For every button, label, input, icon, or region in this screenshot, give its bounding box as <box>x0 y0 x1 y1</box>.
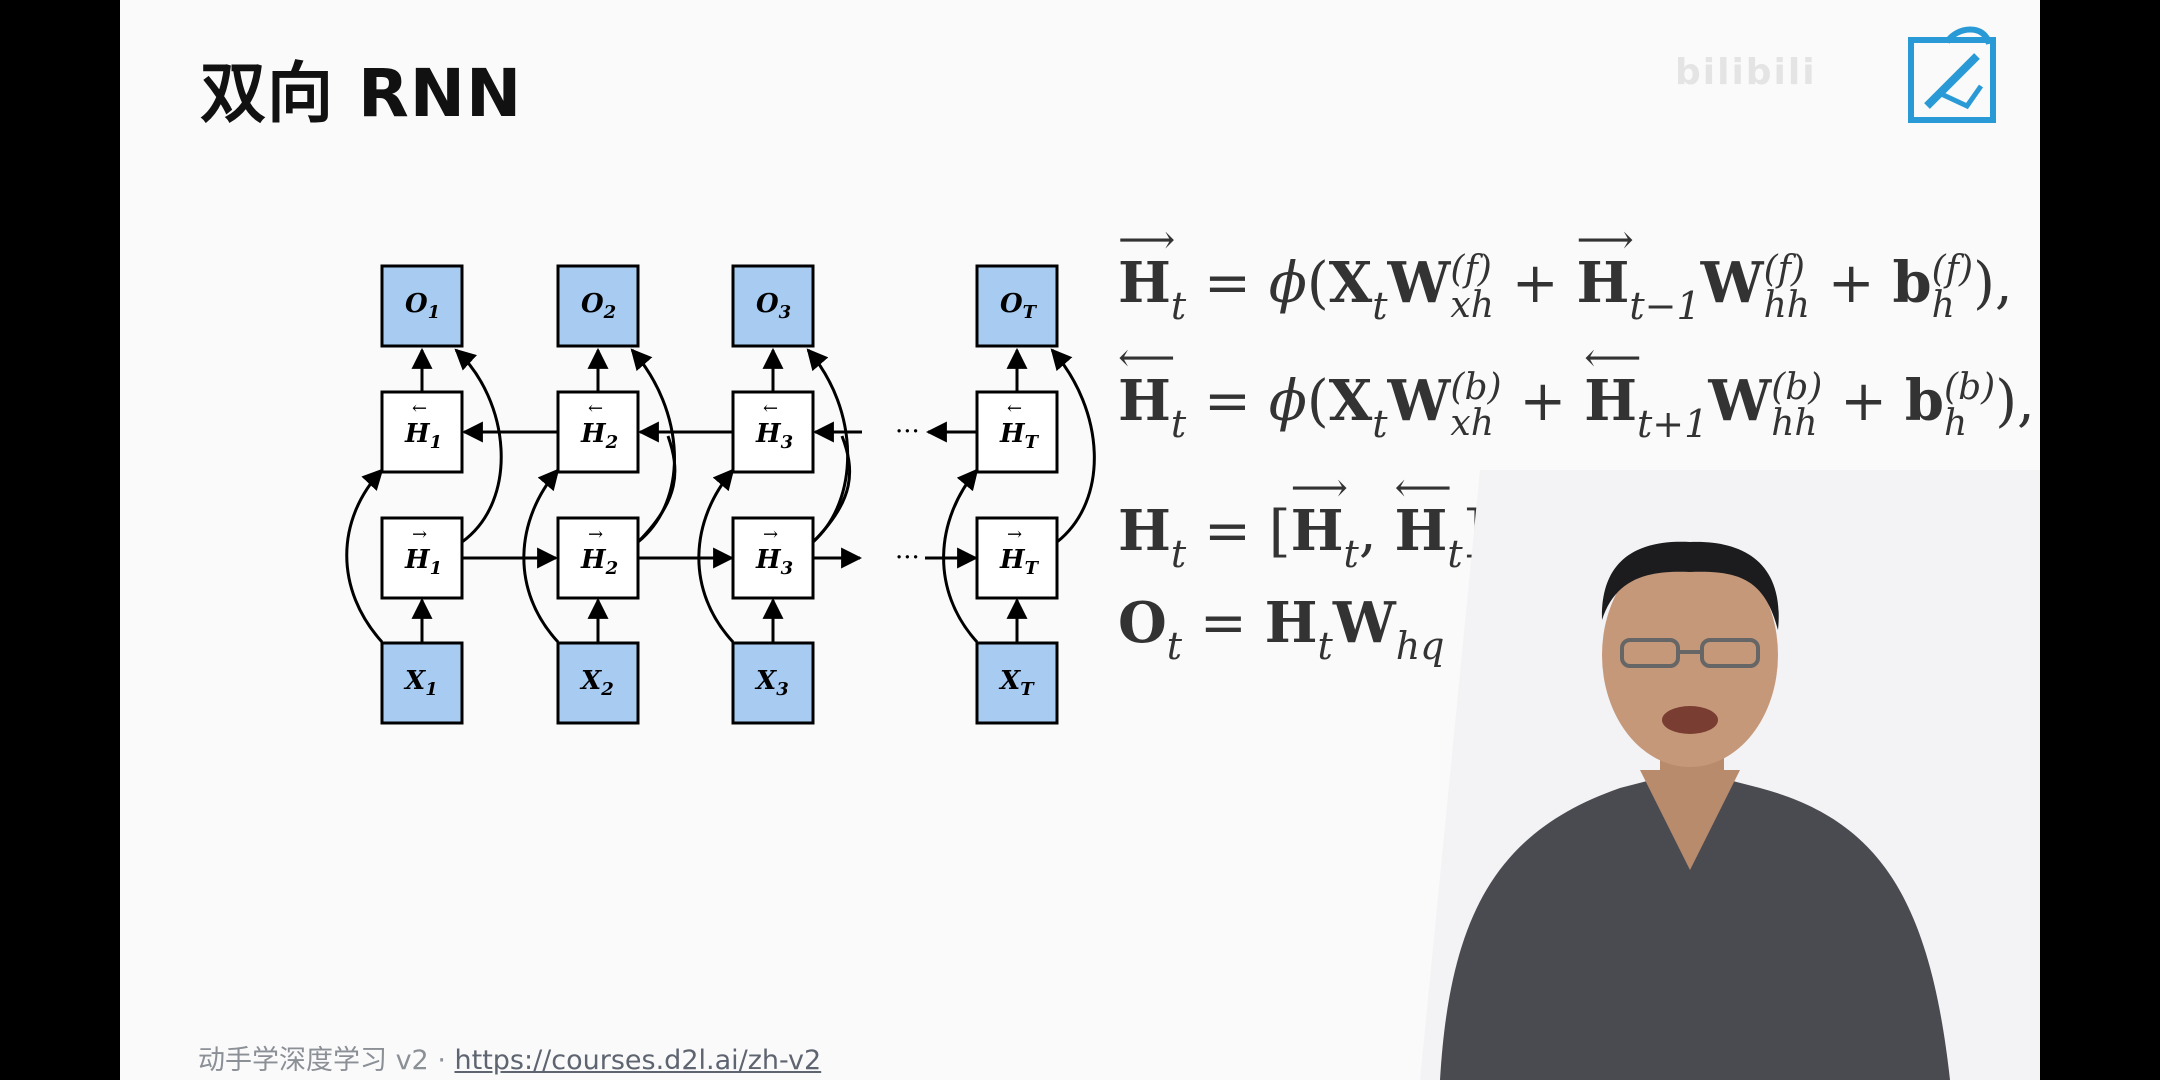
left-arrow-icon: ← <box>763 398 778 419</box>
input-box <box>731 641 815 725</box>
backward-hidden-box <box>975 390 1059 474</box>
equations: ⟶Ht = ϕ(XtW(f)xh + ⟶Ht−1W(f)hh + b(f)h),… <box>1118 217 2035 690</box>
input-label: X3 <box>754 666 789 700</box>
output-box <box>975 264 1059 348</box>
footer-text: 动手学深度学习 v2 · <box>198 1045 455 1076</box>
input-box <box>975 641 1059 725</box>
output-box <box>731 264 815 348</box>
footer: 动手学深度学习 v2 · https://courses.d2l.ai/zh-v… <box>198 1038 821 1077</box>
output-box <box>380 264 464 348</box>
course-link[interactable]: https://courses.d2l.ai/zh-v2 <box>454 1045 822 1076</box>
output-label: OT <box>1000 289 1038 323</box>
backward-hidden-label: H3 <box>755 419 793 453</box>
right-arrow-icon: → <box>763 524 778 545</box>
input-box <box>556 641 640 725</box>
left-arrow-icon: ← <box>588 398 603 419</box>
left-arrow-icon: ⟵ <box>1118 335 1176 381</box>
ellipsis-backward: ··· <box>895 417 920 447</box>
right-arrow-icon: → <box>588 524 603 545</box>
backward-hidden-label: HT <box>999 419 1040 453</box>
backward-hidden-label: H1 <box>404 419 442 453</box>
right-arrow-icon: → <box>1007 524 1022 545</box>
left-arrow-icon: ← <box>412 398 427 419</box>
forward-hidden-label: H3 <box>755 545 793 579</box>
concat-hidden-equation: Ht = [⟶Ht, ⟵Ht] <box>1118 465 1485 577</box>
backward-hidden-box <box>556 390 640 474</box>
forward-hidden-row: → → → → H1 H2 H3 HT <box>380 516 1059 600</box>
input-label: XT <box>998 666 1035 700</box>
backward-hidden-label: H2 <box>580 419 618 453</box>
forward-hidden-label: H2 <box>580 545 618 579</box>
backward-hidden-equation: ⟵Ht = ϕ(XtW(b)xh + ⟵Ht+1W(b)hh + b(b)h), <box>1118 335 2035 447</box>
output-box <box>556 264 640 348</box>
slide-title: 双向 RNN <box>200 55 523 132</box>
left-arrow-icon: ← <box>1007 398 1022 419</box>
backward-hidden-box <box>380 390 464 474</box>
presenter-video <box>1420 470 2040 1080</box>
ellipsis-forward: ··· <box>895 543 920 573</box>
input-box <box>380 641 464 725</box>
output-label: O3 <box>756 289 791 323</box>
output-label: O1 <box>405 289 440 323</box>
input-label: X2 <box>579 666 614 700</box>
d2l-logo-icon <box>1908 26 1996 123</box>
input-label: X1 <box>403 666 438 700</box>
right-arrow-icon: ⟶ <box>1118 217 1176 263</box>
forward-hidden-label: H1 <box>404 545 442 579</box>
bidirectional-rnn-diagram: ··· ··· O1 O2 O3 OT ← ← ← ← H1 H2 <box>345 264 1096 725</box>
forward-hidden-box <box>975 516 1059 600</box>
slide: 双向 RNN bilibili <box>120 0 2040 1080</box>
output-row: O1 O2 O3 OT <box>380 264 1059 348</box>
right-arrow-icon: → <box>412 524 427 545</box>
backward-hidden-row: ← ← ← ← H1 H2 H3 HT <box>380 390 1059 474</box>
forward-hidden-box <box>380 516 464 600</box>
right-arrow-icon: ⟶ <box>1290 465 1348 511</box>
left-arrow-icon: ⟵ <box>1394 465 1452 511</box>
right-arrow-icon: ⟶ <box>1576 217 1634 263</box>
forward-hidden-label: HT <box>999 545 1040 579</box>
forward-hidden-equation: ⟶Ht = ϕ(XtW(f)xh + ⟶Ht−1W(f)hh + b(f)h), <box>1118 217 2013 329</box>
forward-hidden-box <box>556 516 640 600</box>
input-row: X1 X2 X3 XT <box>380 641 1059 725</box>
output-label: O2 <box>581 289 616 323</box>
forward-hidden-box <box>731 516 815 600</box>
bilibili-watermark: bilibili <box>1675 52 1817 93</box>
left-arrow-icon: ⟵ <box>1584 335 1642 381</box>
backward-hidden-box <box>731 390 815 474</box>
